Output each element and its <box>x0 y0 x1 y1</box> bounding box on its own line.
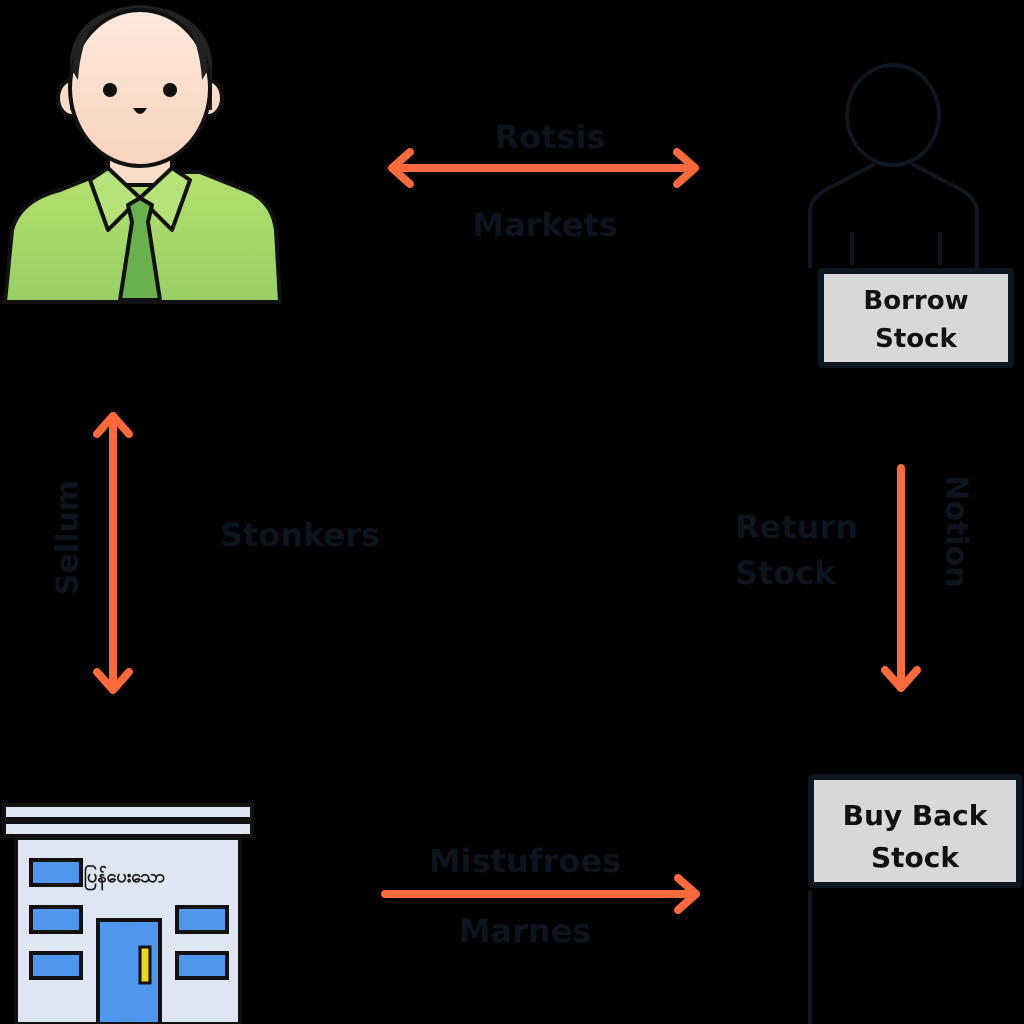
building-icon <box>2 803 254 1024</box>
buy-back-line1: Buy Back <box>842 799 988 832</box>
left-edge-label-center: Stonkers <box>220 516 381 554</box>
left-edge-label-side: Sellum <box>50 479 86 596</box>
arrow-left-bidirectional <box>93 412 133 694</box>
right-edge-label-side: Notion <box>938 475 974 588</box>
person-outline-icon <box>808 63 979 268</box>
bottom-edge-label-above: Mistufroes <box>428 842 622 880</box>
borrow-stock-line1: Borrow <box>863 286 969 316</box>
right-edge-label-left-1: Return <box>735 508 858 546</box>
borrow-stock-line2: Stock <box>875 324 957 354</box>
arrow-bottom-right <box>381 874 700 914</box>
arrow-right-down <box>881 464 921 692</box>
bottom-edge-label-below: Marnes <box>458 912 592 950</box>
buy-back-stock-sign[interactable]: Buy Back Stock <box>808 774 1022 888</box>
right-edge-label-left-2: Stock <box>735 554 836 592</box>
top-edge-label-below: Markets <box>472 206 618 244</box>
building-sign-text: ပြန်ပေးသော <box>84 866 166 887</box>
buy-back-line2: Stock <box>870 841 959 874</box>
businessman-icon <box>2 5 283 304</box>
arrow-top-bidirectional <box>388 148 699 188</box>
borrow-stock-sign[interactable]: Borrow Stock <box>818 268 1014 368</box>
top-edge-label-above: Rotsis <box>494 118 606 156</box>
